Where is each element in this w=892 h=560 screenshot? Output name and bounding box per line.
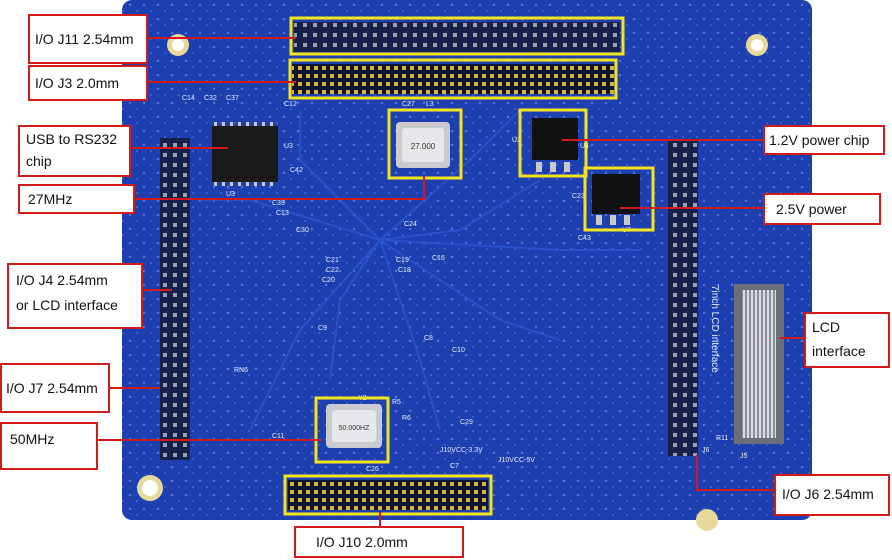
highlight-j3: [288, 58, 618, 100]
header-j10: [288, 480, 488, 510]
header-j3: [292, 64, 614, 94]
callout-2-5v: 2.5V power: [763, 193, 881, 225]
callout-lcd: LCD interface: [804, 312, 890, 368]
ref-c22: C22: [326, 267, 339, 274]
ref-c9: C9: [318, 325, 327, 332]
pcb-board: [122, 0, 812, 531]
callout-j4: I/O J4 2.54mm or LCD interface: [7, 263, 143, 329]
highlight-osc50: [314, 396, 390, 464]
ref-c42: C42: [290, 167, 303, 174]
highlight-j10: [283, 474, 493, 516]
ref-c39: C39: [272, 200, 285, 207]
ref-u3-b: U3: [226, 191, 235, 198]
ref-c12: C12: [284, 101, 297, 108]
ref-c43: C43: [578, 235, 591, 242]
callout-j6-text: I/O J6 2.54mm: [782, 486, 874, 502]
ref-c26: C26: [366, 466, 379, 473]
osc-27-chip-text: 27.000: [411, 142, 436, 151]
highlight-regulator-1-2v: [518, 108, 588, 178]
ref-c37: C37: [226, 95, 239, 102]
callout-1-2v-text: 1.2V power chip: [769, 132, 870, 148]
callout-j3-text: I/O J3 2.0mm: [35, 75, 119, 91]
ref-rn6: RN6: [234, 367, 248, 374]
oscillator-50mhz: 50.000HZ: [326, 404, 382, 448]
header-j11: [294, 22, 620, 52]
callout-j10-text: I/O J10 2.0mm: [316, 534, 408, 550]
callout-usb-line2: chip: [26, 153, 52, 169]
ref-r5: R5: [392, 399, 401, 406]
leader-27mhz: [133, 176, 425, 200]
ref-r6: R6: [402, 415, 411, 422]
lcd-ffc-connector: [734, 284, 784, 444]
callout-j4-line1: I/O J4 2.54mm: [16, 272, 108, 288]
callout-j11: I/O J11 2.54mm: [28, 14, 148, 64]
ref-c27: C27: [402, 101, 415, 108]
callout-usb-line1: USB to RS232: [26, 131, 117, 147]
lcd-silkscreen: 7inch LCD interface: [709, 285, 720, 373]
usb-rs232-chip: [212, 122, 278, 186]
highlight-regulator-2-5v: [583, 166, 655, 232]
ref-c21: C21: [326, 257, 339, 264]
callout-j3: I/O J3 2.0mm: [28, 65, 148, 101]
oscillator-27mhz: 27.000: [396, 122, 450, 168]
vcc33-silkscreen: J10VCC-3.3V: [440, 447, 483, 454]
ref-c23: C23: [572, 193, 585, 200]
ref-l3: L3: [426, 101, 434, 108]
callout-1-2v: 1.2V power chip: [763, 125, 885, 155]
header-j6: [668, 140, 698, 456]
callout-50mhz: 50MHz: [0, 422, 98, 470]
header-j4-j7: [160, 138, 190, 460]
ref-c11: C11: [272, 433, 284, 440]
callout-27mhz-text: 27MHz: [28, 191, 72, 207]
osc-50-chip-text: 50.000HZ: [339, 425, 370, 432]
ref-c13: C13: [276, 210, 289, 217]
ref-c32: C32: [204, 95, 217, 102]
ref-j6: J6: [702, 447, 710, 454]
callout-usb: USB to RS232 chip: [18, 125, 131, 177]
ref-c29: C29: [460, 419, 473, 426]
callout-j6: I/O J6 2.54mm: [774, 474, 890, 516]
vcc5-silkscreen: J10VCC-5V: [498, 457, 535, 464]
callout-lcd-line2: interface: [812, 343, 866, 359]
ref-c10: C10: [452, 347, 465, 354]
regulator-2-5v: [592, 174, 640, 225]
leader-j6: [696, 455, 776, 491]
callout-j4-line2: or LCD interface: [16, 297, 118, 313]
ref-c19: C19: [396, 257, 409, 264]
callout-j10: I/O J10 2.0mm: [294, 526, 464, 558]
ref-j5: J5: [740, 453, 748, 460]
ref-c14: C14: [182, 95, 195, 102]
highlight-j11: [289, 16, 625, 56]
callout-50mhz-text: 50MHz: [10, 431, 54, 447]
callout-j7-text: I/O J7 2.54mm: [6, 380, 98, 396]
ref-u2: U2: [512, 137, 521, 144]
callout-lcd-line1: LCD: [812, 319, 840, 335]
callout-j7: I/O J7 2.54mm: [0, 363, 110, 413]
ref-c20: C20: [322, 277, 335, 284]
ref-c8: C8: [424, 335, 433, 342]
callout-27mhz: 27MHz: [18, 184, 135, 214]
ref-c16: C16: [432, 255, 445, 262]
ref-c30: C30: [296, 227, 309, 234]
callout-j11-text: I/O J11 2.54mm: [35, 31, 134, 47]
ref-c24: C24: [404, 221, 417, 228]
ref-c18: C18: [398, 267, 411, 274]
ref-r11: R11: [716, 435, 728, 442]
ref-u3: U3: [284, 143, 293, 150]
ref-c7: C7: [450, 463, 459, 470]
callout-2-5v-text: 2.5V power: [776, 201, 847, 217]
